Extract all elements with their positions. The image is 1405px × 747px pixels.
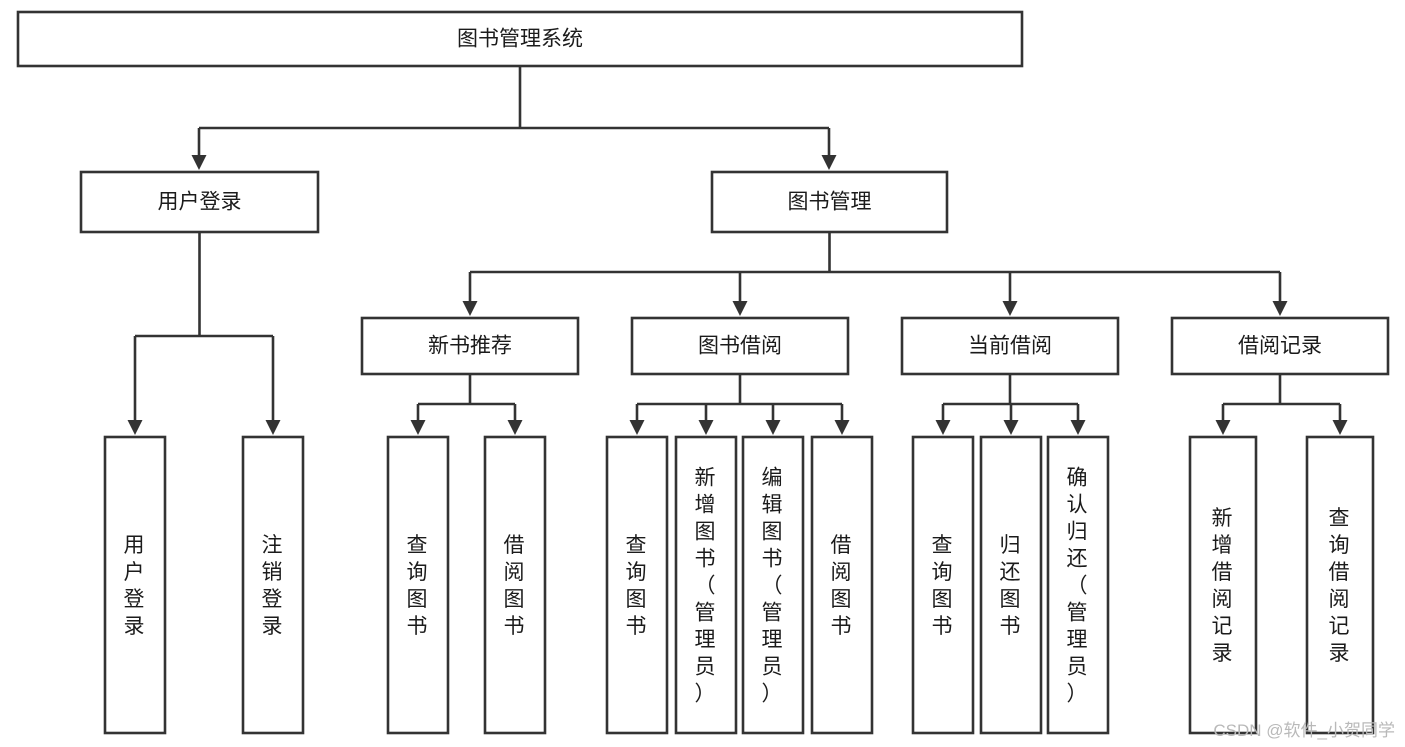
level3-node[interactable]: 新书推荐 bbox=[360, 316, 580, 376]
leaf-label: 新增借阅记录 bbox=[1212, 507, 1235, 665]
level2-label: 用户登录 bbox=[158, 191, 242, 214]
leaf-node[interactable]: 归还图书 bbox=[979, 435, 1043, 735]
arrow-head-icon bbox=[462, 301, 478, 316]
leaf-node[interactable]: 查询图书 bbox=[911, 435, 975, 735]
level2-box bbox=[79, 170, 320, 234]
leaf-box bbox=[810, 435, 874, 735]
arrow-head-icon bbox=[765, 420, 781, 435]
arrow-head-icon bbox=[1003, 420, 1019, 435]
leaf-node[interactable]: 新增图书（管理员） bbox=[674, 435, 738, 735]
leaf-label: 查询图书 bbox=[932, 534, 955, 638]
leaf-node[interactable]: 查询图书 bbox=[386, 435, 450, 735]
leaf-label: 归还图书 bbox=[1000, 534, 1023, 638]
leaf-box bbox=[241, 435, 305, 735]
leaf-node[interactable]: 新增借阅记录 bbox=[1188, 435, 1258, 735]
arrow-head-icon bbox=[1070, 420, 1086, 435]
arrow-head-icon bbox=[410, 420, 426, 435]
arrow-head-icon bbox=[732, 301, 748, 316]
level3-node[interactable]: 图书借阅 bbox=[630, 316, 850, 376]
leaf-label: 查询图书 bbox=[626, 534, 649, 638]
level3-label: 当前借阅 bbox=[968, 335, 1052, 358]
level2-node[interactable]: 图书管理 bbox=[710, 170, 949, 234]
arrow-head-icon bbox=[265, 420, 281, 435]
leaf-label: 借阅图书 bbox=[831, 534, 854, 638]
leaf-box bbox=[1046, 435, 1110, 735]
level2-node[interactable]: 用户登录 bbox=[79, 170, 320, 234]
level3-label: 图书借阅 bbox=[698, 335, 782, 358]
arrow-head-icon bbox=[1002, 301, 1018, 316]
root-label: 图书管理系统 bbox=[457, 28, 583, 51]
arrow-head-icon bbox=[834, 420, 850, 435]
leaf-node[interactable]: 用户登录 bbox=[103, 435, 167, 735]
leaf-box bbox=[386, 435, 450, 735]
node-layer: 图书管理系统用户登录图书管理新书推荐图书借阅当前借阅借阅记录用户登录注销登录查询… bbox=[16, 10, 1390, 735]
arrow-head-icon bbox=[821, 155, 837, 170]
leaf-label: 确认归还（管理员） bbox=[1067, 467, 1090, 706]
leaf-node[interactable]: 借阅图书 bbox=[483, 435, 547, 735]
leaf-node[interactable]: 借阅图书 bbox=[810, 435, 874, 735]
leaf-box bbox=[911, 435, 975, 735]
arrow-head-icon bbox=[1332, 420, 1348, 435]
arrow-head-icon bbox=[698, 420, 714, 435]
level3-box bbox=[1170, 316, 1390, 376]
level3-label: 新书推荐 bbox=[428, 335, 512, 358]
leaf-box bbox=[605, 435, 669, 735]
arrow-head-icon bbox=[1215, 420, 1231, 435]
leaf-box bbox=[741, 435, 805, 735]
arrow-head-icon bbox=[127, 420, 143, 435]
root-node[interactable]: 图书管理系统 bbox=[16, 10, 1024, 68]
level2-label: 图书管理 bbox=[788, 191, 872, 214]
level3-label: 借阅记录 bbox=[1238, 335, 1322, 358]
leaf-label: 查询借阅记录 bbox=[1329, 507, 1352, 665]
level3-box bbox=[900, 316, 1120, 376]
arrow-head-icon bbox=[629, 420, 645, 435]
leaf-box bbox=[1188, 435, 1258, 735]
leaf-label: 查询图书 bbox=[407, 534, 430, 638]
level3-node[interactable]: 当前借阅 bbox=[900, 316, 1120, 376]
leaf-box bbox=[483, 435, 547, 735]
leaf-node[interactable]: 查询图书 bbox=[605, 435, 669, 735]
leaf-label: 编辑图书（管理员） bbox=[762, 467, 785, 706]
level2-box bbox=[710, 170, 949, 234]
leaf-label: 新增图书（管理员） bbox=[695, 467, 718, 706]
leaf-node[interactable]: 编辑图书（管理员） bbox=[741, 435, 805, 735]
arrow-head-icon bbox=[935, 420, 951, 435]
level3-node[interactable]: 借阅记录 bbox=[1170, 316, 1390, 376]
arrow-head-icon bbox=[1272, 301, 1288, 316]
leaf-box bbox=[674, 435, 738, 735]
leaf-node[interactable]: 确认归还（管理员） bbox=[1046, 435, 1110, 735]
leaf-label: 注销登录 bbox=[262, 534, 285, 638]
leaf-node[interactable]: 查询借阅记录 bbox=[1305, 435, 1375, 735]
connector-layer bbox=[127, 66, 1348, 435]
root-box bbox=[16, 10, 1024, 68]
leaf-box bbox=[979, 435, 1043, 735]
watermark-label: CSDN @软件_小贺同学 bbox=[1213, 721, 1395, 740]
leaf-label: 用户登录 bbox=[124, 534, 147, 638]
arrow-head-icon bbox=[507, 420, 523, 435]
leaf-box bbox=[103, 435, 167, 735]
leaf-box bbox=[1305, 435, 1375, 735]
arrow-head-icon bbox=[191, 155, 207, 170]
leaf-label: 借阅图书 bbox=[504, 534, 527, 638]
leaf-node[interactable]: 注销登录 bbox=[241, 435, 305, 735]
level3-box bbox=[630, 316, 850, 376]
level3-box bbox=[360, 316, 580, 376]
